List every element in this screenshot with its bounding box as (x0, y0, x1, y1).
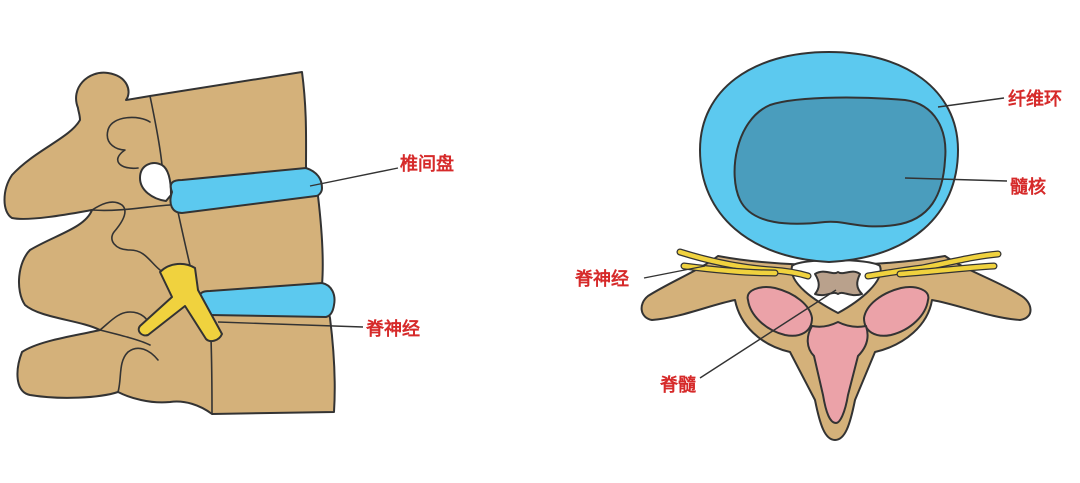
intervertebral-disc-upper (169, 167, 323, 214)
label-spinal-cord: 脊髓 (659, 374, 697, 396)
intervertebral-foramen (139, 162, 172, 202)
lamina-marrow-right (863, 286, 930, 337)
label-annulus-fibrosus: 纤维环 (1008, 88, 1062, 110)
label-spinal-nerve-lateral: 脊神经 (365, 318, 420, 340)
spinal-nerve-axial (676, 248, 1002, 280)
leader-line-intervertebral-disc (309, 167, 399, 187)
axial-vertebra-view (640, 51, 1032, 441)
label-nucleus-pulposus: 髓核 (1010, 176, 1046, 198)
leader-line-annulus-fibrosus (937, 97, 1005, 108)
facet-joint-upper (106, 116, 151, 170)
leader-line-spinal-cord (699, 289, 837, 379)
leader-line-nucleus-pulposus (904, 177, 1008, 182)
label-spinal-nerve-axial: 脊神经 (574, 268, 629, 290)
spinous-marrow (806, 321, 869, 424)
lamina-marrow-left (746, 286, 813, 337)
nucleus-pulposus-core (733, 96, 947, 228)
vertebrae-silhouette (3, 71, 336, 415)
spinal-cord-shape (814, 270, 863, 297)
leader-line-spinal-nerve-axial (643, 265, 706, 279)
label-intervertebral-disc: 椎间盘 (400, 153, 454, 175)
posterior-arch-edge (91, 204, 171, 346)
facet-joint-middle (91, 201, 161, 271)
vertebral-body-edge-top (149, 95, 163, 166)
leader-line-spinal-nerve-lateral (217, 321, 364, 328)
lateral-spine-view (3, 71, 336, 415)
spinal-nerve-lateral (137, 262, 223, 343)
